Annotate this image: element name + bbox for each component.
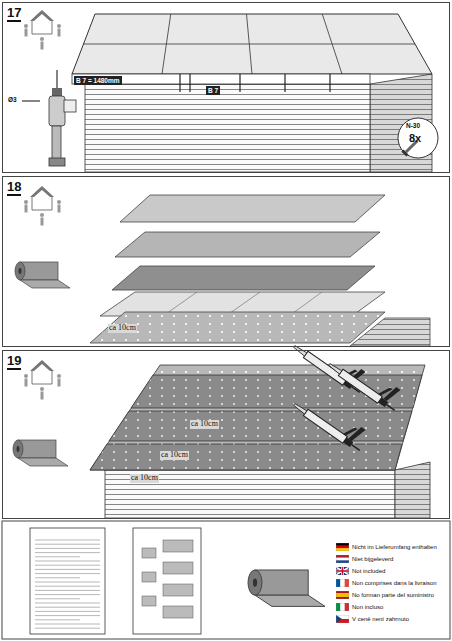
legend-text: No forman parte del suministro [352, 592, 448, 599]
legend-row: Nicht im Lieferumfang enthalten [336, 543, 448, 551]
legend-text: V ceně není zahrnuto [352, 616, 448, 623]
flag-icon [336, 555, 349, 563]
legend-text: Non incluso [352, 604, 448, 611]
step-number: 19 [7, 354, 21, 370]
overlap-dimension: ca 10cm [190, 420, 219, 429]
overlap-dimension: ca 10cm [108, 324, 137, 333]
flag-icon [336, 591, 349, 599]
quantity: 8x [409, 132, 421, 144]
legend-text: Niet bijgeleverd [352, 556, 448, 563]
flag-icon [336, 615, 349, 623]
drill-size: Ø3 [8, 96, 17, 103]
flag-icon [336, 579, 349, 587]
overlap-dimension: ca 10cm [130, 474, 159, 483]
part-label: B 7 [206, 86, 220, 95]
overlap-dimension: ca 10cm [160, 451, 189, 460]
legend-row: Non incluso [336, 603, 448, 611]
step-number: 17 [7, 6, 21, 22]
dimension-label: B 7 = 1480mm [74, 76, 122, 85]
step-panel: 19 [2, 350, 450, 519]
legend-text: Nicht im Lieferumfang enthalten [352, 544, 448, 551]
legend-text: Non comprises dans la livraison [352, 580, 448, 587]
step-panel: 17 [2, 2, 450, 173]
step-panel: 18 [2, 176, 450, 347]
screw-type: N-30 [406, 122, 420, 129]
legend-row: V ceně není zahrnuto [336, 615, 448, 623]
step-number: 18 [7, 180, 21, 196]
legend-row: Niet bijgeleverd [336, 555, 448, 563]
flag-icon [336, 543, 349, 551]
flag-icon [336, 603, 349, 611]
legend-row: Not included [336, 567, 448, 575]
legend-text: Not included [352, 568, 448, 575]
legend-row: No forman parte del suministro [336, 591, 448, 599]
flag-icon [336, 567, 349, 575]
legend-row: Non comprises dans la livraison [336, 579, 448, 587]
